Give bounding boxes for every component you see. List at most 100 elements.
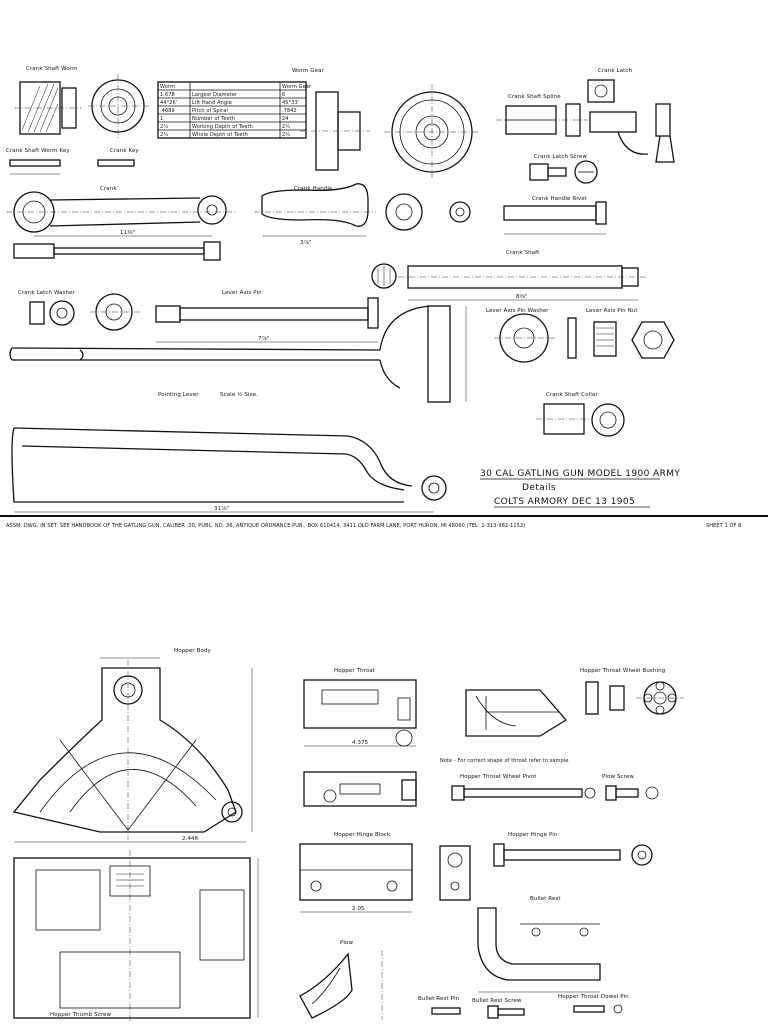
table-cell: 6: [282, 92, 285, 98]
crank-latch-washer-label: Crank Latch Washer: [18, 290, 76, 296]
plow-screw-label: Plow Screw: [602, 774, 634, 780]
title-line-2: Details: [522, 483, 556, 493]
worm-gear-label: Worm Gear: [292, 68, 325, 74]
hopper-body-label: Hopper Body: [174, 648, 212, 654]
crank-shaft-collar-label: Crank Shaft Collar: [546, 392, 598, 398]
table-cell: Whole Depth of Teeth: [192, 132, 248, 138]
small-pins-drawing: Bullet Rest Pin Bullet Rest Screw Hopper…: [418, 994, 629, 1019]
crank-handle-length-dim: 3⅞": [300, 240, 312, 246]
crank-shaft-length-dim: 8⅜": [516, 294, 528, 300]
hopper-body-drawing: Hopper Body 2.446: [12, 648, 253, 843]
hopper-throat-drawing: Hopper Throat 4.375: [303, 668, 417, 807]
hopper-throat-wheel-pivot-label: Hopper Throat Wheel Pivot: [460, 774, 537, 780]
table-header-cell: Worm: [160, 84, 175, 90]
throat-note: Note - For correct shape of throat refer…: [440, 758, 570, 764]
table-cell: Working Depth of Teeth: [192, 124, 253, 130]
crank-key-label: Crank Key: [110, 148, 139, 154]
crank-shaft-worm-label: Crank Shaft Worm: [26, 66, 78, 72]
bullet-rest-screw-label: Bullet Rest Screw: [472, 998, 522, 1004]
crank-shaft-drawing: Crank Shaft 8⅜": [371, 250, 648, 301]
footer-note: ASSM. DWG. IN SET: SEE HANDBOOK OF THE G…: [6, 523, 525, 529]
crank-handle-rivet-label: Crank Handle Rivet: [532, 196, 588, 202]
title-line-1: 30 CAL GATLING GUN MODEL 1900 ARMY: [480, 469, 680, 479]
plow-screw-drawing: Plow Screw: [602, 774, 659, 801]
table-cell: 2¾: [160, 132, 168, 138]
lever-pin-length-dim: 7⅞": [258, 336, 270, 342]
crank-latch-screw-drawing: Crank Latch Screw: [529, 154, 598, 184]
lever-axis-pin-washer-drawing: Lever Axis Pin Washer: [486, 308, 577, 363]
bullet-rest-label: Bullet Rest: [530, 896, 561, 902]
table-cell: Largest Diameter: [192, 92, 238, 98]
hopper-throat-label: Hopper Throat: [334, 668, 376, 674]
crank-handle-rivet-drawing: Crank Handle Rivet: [503, 196, 607, 235]
hopper-throat-wheel-bushing-label: Hopper Throat Wheel Bushing: [580, 668, 665, 674]
table-cell: 2¾: [282, 132, 290, 138]
hopper-throat-length-dim: 4.375: [352, 740, 369, 746]
table-cell: 1: [160, 116, 163, 122]
worm-gear-drawing: Worm Gear: [292, 68, 480, 180]
crank-shaft-worm-drawing: Crank Shaft Worm: [14, 66, 150, 138]
crank-handle-drawing: Crank Handle 3⅞": [254, 183, 471, 246]
crank-latch-drawing: Crank Latch: [587, 68, 675, 163]
pointing-lever-length-dim: 31⅞": [214, 506, 229, 512]
crank-handle-label: Crank Handle: [294, 186, 333, 192]
table-cell: 44°26': [160, 100, 177, 106]
crank-shaft-spline-label: Crank Shaft Spline: [508, 94, 561, 100]
bullet-rest-drawing: Bullet Rest: [477, 896, 601, 993]
table-cell: 2¼: [160, 124, 168, 130]
crank-label: Crank: [100, 186, 117, 192]
table-cell: 45°33': [282, 100, 299, 106]
table-cell: Lift Hand Angle: [192, 100, 232, 106]
table-cell: Pitch of Spiral: [192, 108, 228, 114]
gear-data-table: Worm Worm Gear 1.678 Largest Diameter 6 44°26…: [157, 81, 312, 139]
lever-axis-pin-label: Lever Axis Pin: [222, 290, 262, 296]
title-block: 30 CAL GATLING GUN MODEL 1900 ARMY Detai…: [480, 469, 680, 508]
table-cell: 1.678: [160, 92, 175, 98]
crank-shaft-label: Crank Shaft: [506, 250, 540, 256]
hinge-block-length-dim: 2.05: [352, 906, 365, 912]
table-cell: .7842: [282, 108, 297, 114]
hopper-hinge-block-label: Hopper Hinge Block: [334, 832, 391, 838]
lever-axis-pin-drawing: Lever Axis Pin 7⅞": [155, 290, 379, 343]
title-line-3: COLTS ARMORY DEC 13 1905: [494, 497, 635, 507]
crank-keys-drawing: Crank Shaft Worm Key Crank Key: [6, 148, 139, 175]
crank-shaft-worm-key-label: Crank Shaft Worm Key: [6, 148, 70, 154]
lever-axis-pin-nut-drawing: Lever Axis Pin Nut: [586, 308, 675, 359]
sheet-number: SHEET 1 OF 8: [706, 523, 741, 529]
bullet-rest-pin-label: Bullet Rest Pin: [418, 996, 459, 1002]
table-header-cell: Worm Gear: [282, 84, 312, 90]
table-cell: 24: [282, 116, 289, 122]
plow-drawing: Plow: [299, 940, 383, 1020]
hopper-hinge-pin-drawing: Hopper Hinge Pin: [493, 832, 653, 867]
hopper-body-plan-drawing: [13, 850, 259, 1022]
sheet-1: Crank Shaft Worm Worm Worm Gear 1.678 Large…: [0, 66, 768, 529]
sheet-2: Hopper Body 2.446: [12, 648, 684, 1022]
hopper-thumb-screw-drawing: Hopper Thumb Screw: [50, 1012, 112, 1018]
crank-length-dim: 11⅜": [120, 230, 135, 236]
lever-axis-pin-nut-label: Lever Axis Pin Nut: [586, 308, 638, 314]
crank-latch-washer-drawing: Crank Latch Washer: [18, 290, 140, 331]
hopper-hinge-block-drawing: Hopper Hinge Block 2.05: [299, 832, 471, 913]
plow-label: Plow: [340, 940, 354, 946]
table-cell: 2¼: [282, 124, 290, 130]
hopper-throat-side-drawing: [465, 689, 567, 737]
pointing-lever-lower-drawing: Pointing Lever Scale ½ Size. 31⅞": [11, 391, 447, 513]
crank-latch-label: Crank Latch: [598, 68, 633, 74]
hopper-hinge-pin-label: Hopper Hinge Pin: [508, 832, 558, 838]
crank-drawing: Crank 11⅜": [6, 186, 236, 261]
hopper-thumb-screw-label: Hopper Thumb Screw: [50, 1012, 112, 1018]
lever-axis-pin-washer-label: Lever Axis Pin Washer: [486, 308, 549, 314]
hopper-throat-wheel-pivot-drawing: Hopper Throat Wheel Pivot: [451, 774, 596, 801]
table-cell: Number of Teeth: [192, 116, 235, 122]
crank-shaft-spline-drawing: Crank Shaft Spline: [496, 94, 588, 137]
table-cell: .4689: [160, 108, 175, 114]
crank-latch-screw-label: Crank Latch Screw: [534, 154, 587, 160]
hopper-throat-dowel-pin-label: Hopper Throat Dowel Pin: [558, 994, 629, 1000]
pointing-lever-upper-drawing: [9, 305, 467, 403]
hopper-throat-wheel-bushing-drawing: Hopper Throat Wheel Bushing: [580, 668, 684, 715]
scale-label: Scale ½ Size.: [220, 391, 258, 398]
pointing-lever-label: Pointing Lever: [158, 392, 199, 398]
hopper-body-width-dim: 2.446: [182, 836, 199, 842]
crank-shaft-collar-drawing: Crank Shaft Collar: [536, 392, 625, 437]
